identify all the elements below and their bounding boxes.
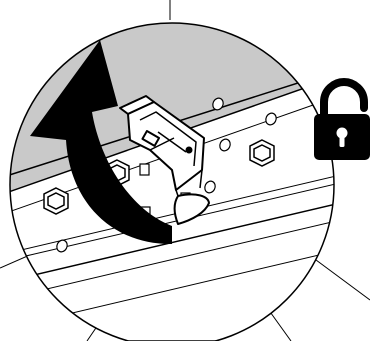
hex-nut [44, 188, 68, 214]
unlocked-padlock-icon [314, 82, 370, 160]
rail-slot [140, 164, 149, 175]
padlock-keyhole-slot [340, 134, 345, 147]
callout-line-right [312, 257, 370, 300]
padlock-shackle [324, 82, 364, 114]
bracket-rivet [187, 148, 192, 153]
hex-nut [250, 140, 274, 166]
